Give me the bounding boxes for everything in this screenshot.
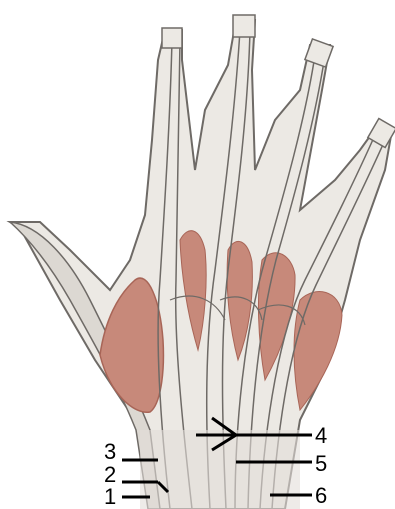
wrist-retinaculum: [140, 430, 300, 509]
label-6: 6: [315, 483, 327, 508]
label-3: 3: [104, 439, 116, 464]
finger-tip-middle: [233, 15, 255, 37]
label-2: 2: [104, 462, 116, 487]
interosseous-muscle-5: [294, 292, 342, 410]
label-5: 5: [315, 451, 327, 476]
finger-tip-index: [162, 28, 182, 48]
label-1: 1: [104, 484, 116, 509]
label-4: 4: [315, 423, 327, 448]
